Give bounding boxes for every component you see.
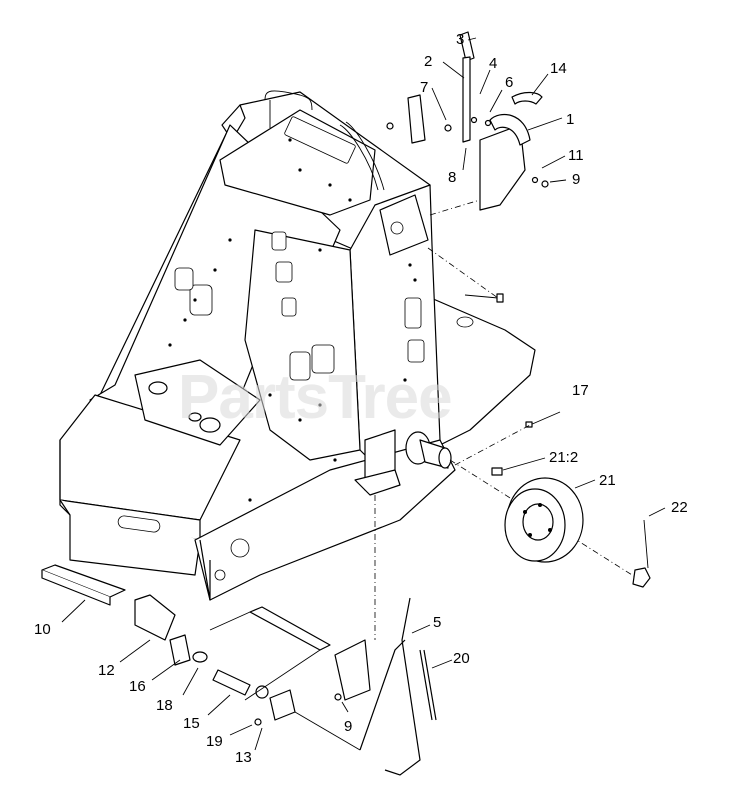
callout-labels: 3 2 4 7 6 14 1 11 9 8 17 21:2 21 22 10 1… <box>34 31 688 766</box>
callout-20: 20 <box>453 650 470 667</box>
callout-9-bottom: 9 <box>344 718 352 735</box>
lever-bracket-assembly <box>386 31 549 216</box>
callout-14: 14 <box>550 60 567 77</box>
callout-1: 1 <box>566 111 574 128</box>
callout-21-2: 21:2 <box>549 449 578 466</box>
callout-2: 2 <box>424 53 432 70</box>
callout-17: 17 <box>572 382 589 399</box>
frame-holes <box>168 138 417 502</box>
frame-bolt <box>427 247 504 303</box>
callout-21: 21 <box>599 472 616 489</box>
callout-15: 15 <box>183 715 200 732</box>
callout-5: 5 <box>433 614 441 631</box>
callout-10: 10 <box>34 621 51 638</box>
callout-6: 6 <box>505 74 513 91</box>
callout-19: 19 <box>206 733 223 750</box>
callout-12: 12 <box>98 662 115 679</box>
callout-7: 7 <box>420 79 428 96</box>
callout-13: 13 <box>235 749 252 766</box>
callout-8: 8 <box>448 169 456 186</box>
main-frame <box>59 90 536 601</box>
bolt-17 <box>454 411 561 466</box>
callout-16: 16 <box>129 678 146 695</box>
callout-3: 3 <box>456 31 464 48</box>
callout-9-top: 9 <box>572 171 580 188</box>
lower-parts <box>41 495 437 776</box>
callout-18: 18 <box>156 697 173 714</box>
brake-drum-21 <box>449 459 651 588</box>
watermark: PartsTree <box>178 363 452 432</box>
leader-lines <box>61 37 666 751</box>
callout-4: 4 <box>489 55 497 72</box>
callout-11: 11 <box>568 147 584 164</box>
callout-22: 22 <box>671 499 688 516</box>
